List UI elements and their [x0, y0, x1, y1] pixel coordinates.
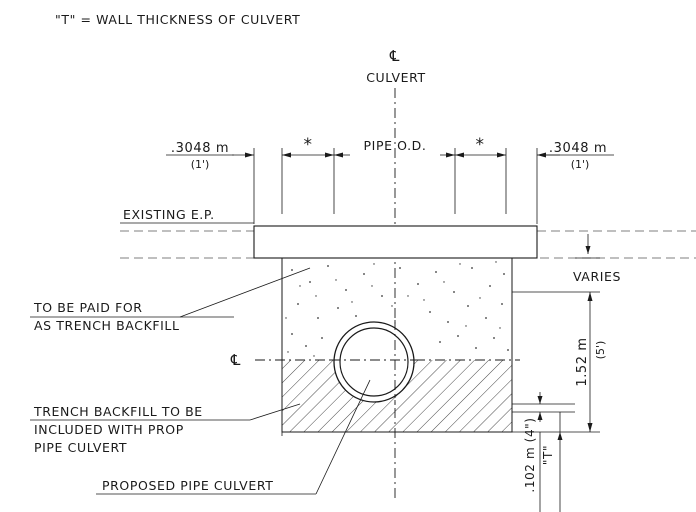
centerline-symbol: ℄ [389, 47, 400, 65]
paid-backfill-label-line1: TO BE PAID FOR [33, 300, 143, 315]
varies-label: VARIES [573, 269, 621, 284]
right-width-ft-label: (1') [571, 158, 590, 171]
right-width-label: .3048 m [549, 141, 607, 156]
left-width-ft-label: (1') [191, 158, 210, 171]
depth-label: 1.52 m [575, 337, 590, 386]
pavement-slab [253, 225, 538, 259]
left-width-label: .3048 m [171, 141, 229, 156]
left-star-label: * [303, 135, 312, 155]
bedding-label: .102 m (4") [523, 417, 537, 492]
horizontal-centerline-symbol: ℄ [230, 351, 241, 369]
included-backfill-label-line2: INCLUDED WITH PROP [34, 422, 184, 437]
proposed-culvert-label: PROPOSED PIPE CULVERT [102, 478, 273, 493]
existing-ep-label: EXISTING E.P. [123, 207, 215, 222]
paid-backfill-label-line2: AS TRENCH BACKFILL [34, 318, 180, 333]
depth-ft-label: (5') [594, 341, 607, 360]
centerline-culvert-label: CULVERT [366, 70, 426, 85]
trench-outline [281, 258, 513, 433]
paid-backfill-leader [179, 267, 311, 318]
depth-dimension [512, 291, 600, 433]
varies-dimension [575, 234, 600, 259]
included-backfill-leader [249, 403, 301, 421]
pipe-inner-wall [339, 327, 409, 397]
wall-thickness-note: "T" = WALL THICKNESS OF CULVERT [55, 12, 300, 27]
right-star-label: * [475, 135, 484, 155]
trench-backfill-stipple [285, 261, 509, 357]
proposed-culvert-leader [315, 379, 371, 495]
included-backfill-label-line1: TRENCH BACKFILL TO BE [33, 404, 203, 419]
included-backfill-label-line3: PIPE CULVERT [34, 440, 127, 455]
pipe-od-label: PIPE O.D. [364, 138, 427, 153]
extension-lines [253, 148, 538, 224]
wall-t-label: "T" [541, 445, 555, 465]
top-dimension-chain [232, 152, 560, 158]
wall-thickness-dimension [512, 392, 575, 512]
